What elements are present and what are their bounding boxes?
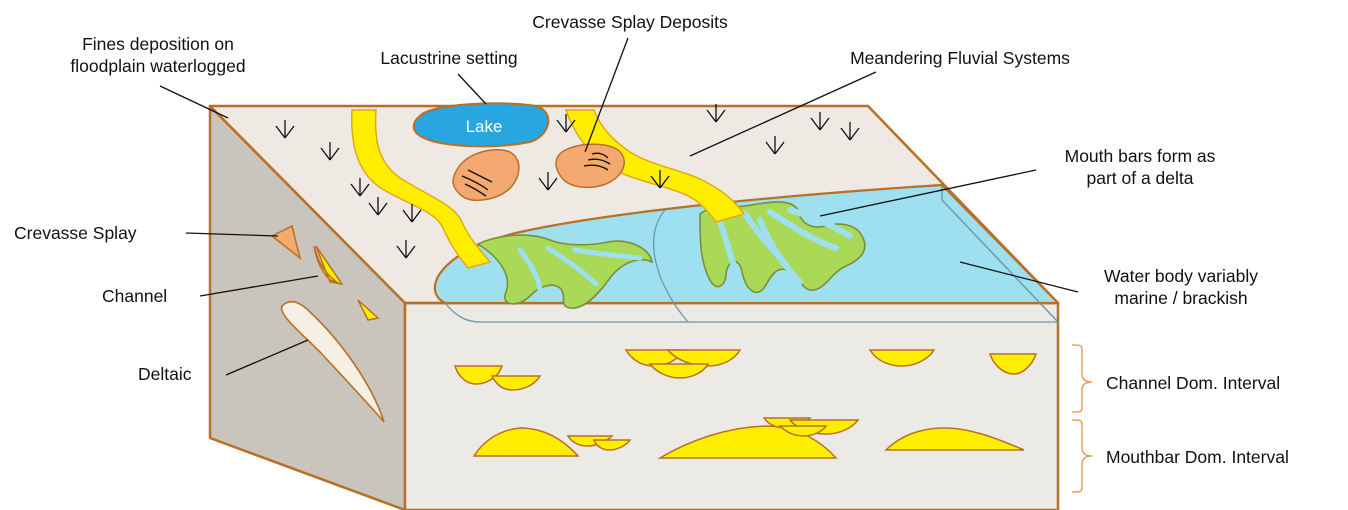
channel-interval-bracket [1072, 345, 1092, 412]
leader-lacustrine [458, 74, 486, 104]
crevasse-deposits-label: Crevasse Splay Deposits [532, 12, 728, 32]
meandering-label: Meandering Fluvial Systems [850, 48, 1070, 68]
mouthbar-interval-bracket [1072, 420, 1092, 492]
front-face [405, 303, 1058, 510]
fines-label-line1: Fines deposition on [82, 34, 234, 54]
lake-label: Lake [466, 117, 503, 136]
channel-interval-label: Channel Dom. Interval [1106, 373, 1280, 393]
crevasse-splay-label: Crevasse Splay [14, 223, 137, 243]
mouth-bars-label-line1: Mouth bars form as [1065, 146, 1216, 166]
channel-label: Channel [102, 286, 167, 306]
water-body-label-line1: Water body variably [1104, 266, 1258, 286]
mouth-bars-label-line2: part of a delta [1086, 168, 1193, 188]
deltaic-label: Deltaic [138, 364, 192, 384]
fines-label-line2: floodplain waterlogged [70, 56, 245, 76]
lacustrine-label: Lacustrine setting [380, 48, 517, 68]
water-body-label-line2: marine / brackish [1114, 288, 1247, 308]
mouthbar-interval-label: Mouthbar Dom. Interval [1106, 447, 1289, 467]
leader-fines [160, 86, 228, 118]
